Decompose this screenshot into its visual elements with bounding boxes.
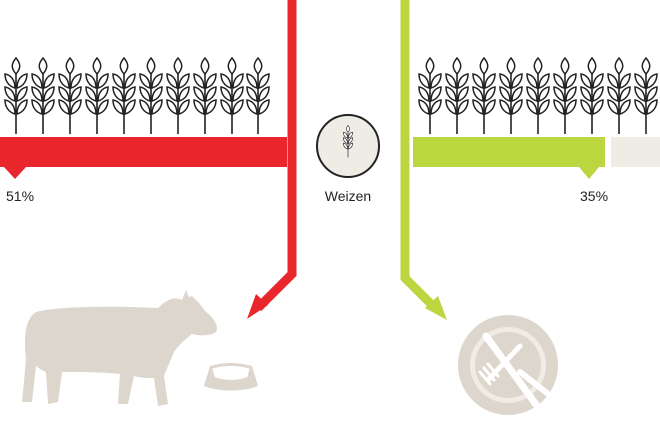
feed-tray-icon <box>204 363 258 391</box>
wheat-stalk-icon <box>580 57 604 135</box>
cow-icon <box>22 290 217 406</box>
right-remainder-bar <box>611 137 660 167</box>
wheat-stalk-icon <box>112 57 136 135</box>
wheat-stalk-icon <box>445 57 469 135</box>
wheat-stalk-icon <box>166 57 190 135</box>
wheat-stalk-icon <box>220 57 244 135</box>
wheat-stalk-icon <box>553 57 577 135</box>
wheat-stalk-icon <box>607 57 631 135</box>
wheat-stalk-icon <box>418 57 442 135</box>
wheat-stalk-icon <box>31 57 55 135</box>
green-flow-arrow <box>400 0 447 320</box>
wheat-stalk-icon <box>85 57 109 135</box>
wheat-stalk-icon <box>499 57 523 135</box>
red-flow-arrow <box>247 0 297 319</box>
wheat-stalk-icon <box>472 57 496 135</box>
plate-cutlery-icon <box>458 315 559 415</box>
wheat-stalk-icon <box>139 57 163 135</box>
wheat-icon <box>316 114 380 178</box>
wheat-stalk-icon <box>526 57 550 135</box>
wheat-stalk-icon <box>4 57 28 135</box>
center-label: Weizen <box>324 188 372 204</box>
left-percent-bar <box>0 137 287 179</box>
left-percent-label: 51% <box>6 188 35 204</box>
wheat-stalk-icon <box>193 57 217 135</box>
wheat-stalk-icon <box>634 57 658 135</box>
right-percent-label: 35% <box>580 188 609 204</box>
right-wheat-row <box>418 57 658 135</box>
left-wheat-row <box>4 57 270 135</box>
right-percent-bar <box>413 137 605 179</box>
wheat-stalk-icon <box>246 57 270 135</box>
wheat-stalk-icon <box>58 57 82 135</box>
